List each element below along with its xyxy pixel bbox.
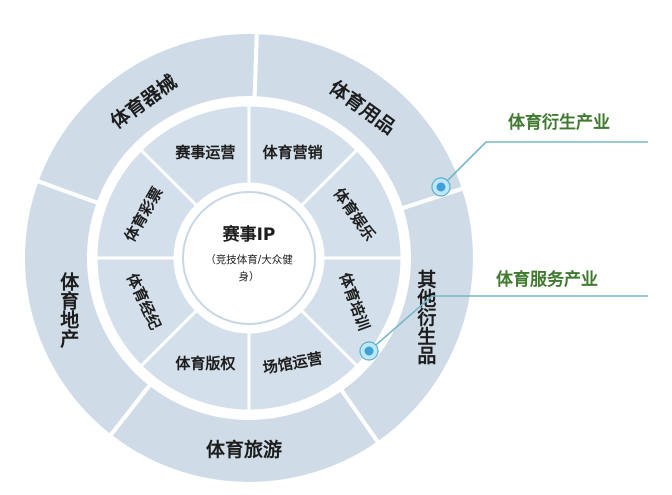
callout-service: 体育服务产业 [359,269,648,361]
center-subtitle-line1: （竞技体育/大众健 [205,253,293,266]
center-subtitle-line2: 身） [239,270,260,283]
middle-segment-7 [94,147,199,260]
outer-segment-label-2: 其他衍生品 [414,269,437,364]
center-circle [182,191,316,325]
outer-segment-label-4: 体育地产 [57,271,79,349]
center-title: 赛事IP [222,224,276,245]
callout-derivative-label: 体育衍生产业 [508,112,610,133]
callout-derivative: 体育衍生产业 [431,112,648,197]
middle-segment-label-0: 赛事运营 [174,144,235,162]
callout-derivative-line [440,141,648,188]
callout-service-label: 体育服务产业 [496,269,598,290]
callout-service-dot [364,346,374,356]
callout-service-line [368,295,648,352]
middle-segment-label-5: 体育版权 [175,354,236,372]
callout-derivative-dot [436,182,446,192]
center-core: 赛事IP （竞技体育/大众健 身） [182,191,316,325]
outer-ring: 体育器械体育用品其他衍生品体育旅游体育地产 [21,30,477,486]
middle-segment-label-1: 体育营销 [263,144,323,162]
outer-segment-label-3: 体育旅游 [206,438,282,461]
middle-ring: 赛事运营体育营销体育娱乐体育培训场馆运营体育版权体育经纪体育彩票 [94,103,404,413]
ring-separator [88,97,410,419]
